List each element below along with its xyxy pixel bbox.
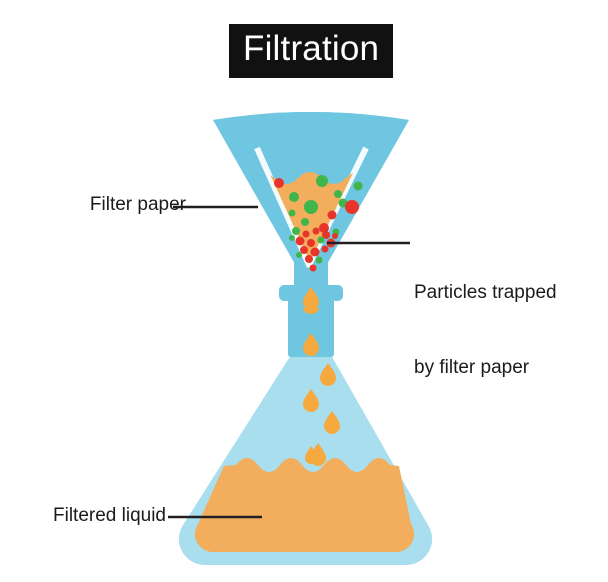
particle-green — [288, 209, 296, 217]
label-particles-line1: Particles trapped — [414, 282, 557, 303]
particle-green — [334, 190, 342, 198]
particle-red — [310, 247, 320, 257]
particle-green — [304, 200, 318, 214]
particle-green — [296, 252, 302, 258]
particle-green — [301, 218, 309, 226]
label-filter-paper: Filter paper — [89, 194, 186, 215]
particle-red — [302, 230, 310, 238]
erlenmeyer-flask — [178, 285, 433, 566]
particle-green — [292, 227, 300, 235]
label-particles-trapped: Particles trapped by filter paper — [414, 230, 608, 430]
particle-red — [327, 210, 337, 220]
label-particles-line2: by filter paper — [414, 357, 530, 378]
particle-green — [317, 236, 325, 244]
particle-green — [316, 175, 328, 187]
leader-lines — [168, 205, 410, 519]
droplet-icon — [303, 287, 319, 310]
particle-red — [345, 200, 359, 214]
droplet-icon — [305, 446, 317, 464]
particle-red — [305, 255, 313, 263]
particle-red — [321, 245, 329, 253]
funnel-rim — [213, 112, 409, 125]
filter-paper-cone — [254, 146, 369, 268]
suspended-particles — [274, 175, 363, 233]
label-filtered-liquid: Filtered liquid — [53, 505, 166, 526]
filtered-liquid-pool — [194, 458, 415, 553]
particle-red — [312, 227, 320, 235]
droplet-icon — [320, 363, 336, 386]
page-title: Filtration — [229, 24, 394, 78]
particle-green — [289, 192, 299, 202]
funnel — [213, 112, 409, 310]
particle-red — [274, 178, 284, 188]
particle-red — [332, 233, 338, 239]
particle-red — [300, 246, 308, 254]
particle-green — [289, 235, 295, 241]
particle-red — [307, 239, 315, 247]
droplet-icon — [303, 333, 319, 356]
trapped-particles — [289, 227, 340, 272]
particle-green — [315, 256, 323, 264]
particle-red — [322, 231, 330, 239]
particle-red — [319, 223, 329, 233]
droplet-icon — [324, 411, 340, 434]
particle-green — [353, 181, 363, 191]
droplet-icon — [303, 389, 319, 412]
particle-red — [309, 264, 317, 272]
particle-red — [295, 236, 305, 246]
